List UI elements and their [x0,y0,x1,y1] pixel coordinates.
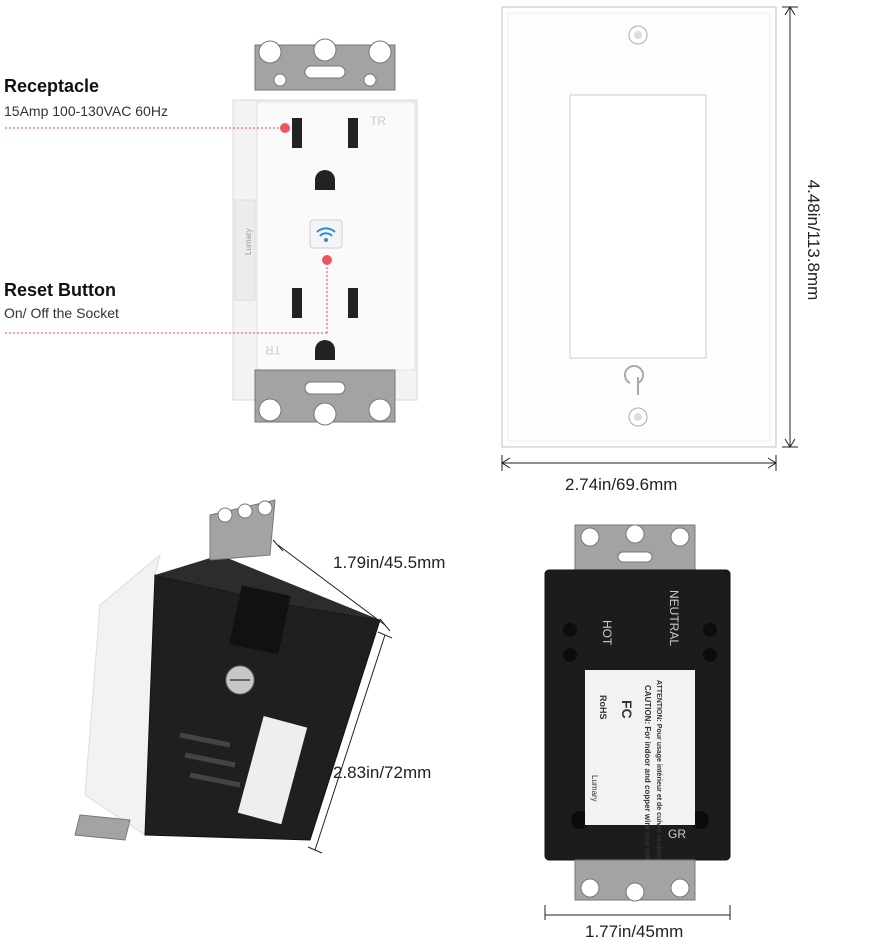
reset-button-desc: On/ Off the Socket [4,305,119,321]
bottom-receptacle [292,288,358,360]
reset-button-title: Reset Button [4,280,116,300]
product-label [585,670,695,825]
caution-text: CAUTION: For indoor and copper wire use … [643,685,652,866]
reset-callout-dot [322,255,332,265]
body-height-label: 2.83in/72mm [333,763,432,782]
outlet-back-illustration: HOT NEUTRAL GR RoHS FC CAUTION: For indo… [544,524,731,920]
outlet-angled-illustration [74,499,393,854]
angled-mounting-strap [74,499,276,841]
reset-button[interactable] [309,219,343,249]
outlet-front-illustration: TR TR Lumary [232,38,418,426]
plate-height-label: 4.48in/113.8mm [804,179,823,301]
back-bottom-strap [574,859,696,902]
brand-side-label: Lumary [244,228,253,255]
receptacle-title: Receptacle [4,76,100,96]
back-brand-label: Lumary [590,775,599,802]
attention-text: ATTENTION: Pour usage intérieur et de cu… [655,680,662,871]
tr-mark-bottom: TR [265,343,281,357]
top-receptacle [292,118,358,190]
depth-label: 1.79in/45.5mm [333,553,446,572]
top-mounting-strap [254,38,396,91]
wall-plate-illustration [501,6,798,471]
bottom-mounting-strap [254,369,396,426]
plate-height-dimension-line [782,6,798,448]
plate-width-dimension-line [501,455,777,471]
fcc-mark: FC [619,700,635,719]
back-top-strap [574,524,696,571]
plate-width-label: 2.74in/69.6mm [565,475,678,494]
ground-label: GR [668,827,686,841]
wifi-icon [316,227,336,242]
tr-mark-top: TR [370,114,386,128]
plate-opening [569,94,707,359]
rohs-mark: RoHS [598,695,608,720]
neutral-label: NEUTRAL [667,590,681,646]
body-width-label: 1.77in/45mm [585,922,684,941]
body-height-dimension-line [307,631,393,854]
body-width-dimension-line [544,905,731,920]
depth-dimension-line [272,539,391,632]
receptacle-spec: 15Amp 100-130VAC 60Hz [4,103,168,119]
brand-logo-icon [624,364,644,395]
receptacle-callout-dot [280,123,290,133]
hot-label: HOT [600,620,614,646]
callout-lines [5,123,332,334]
